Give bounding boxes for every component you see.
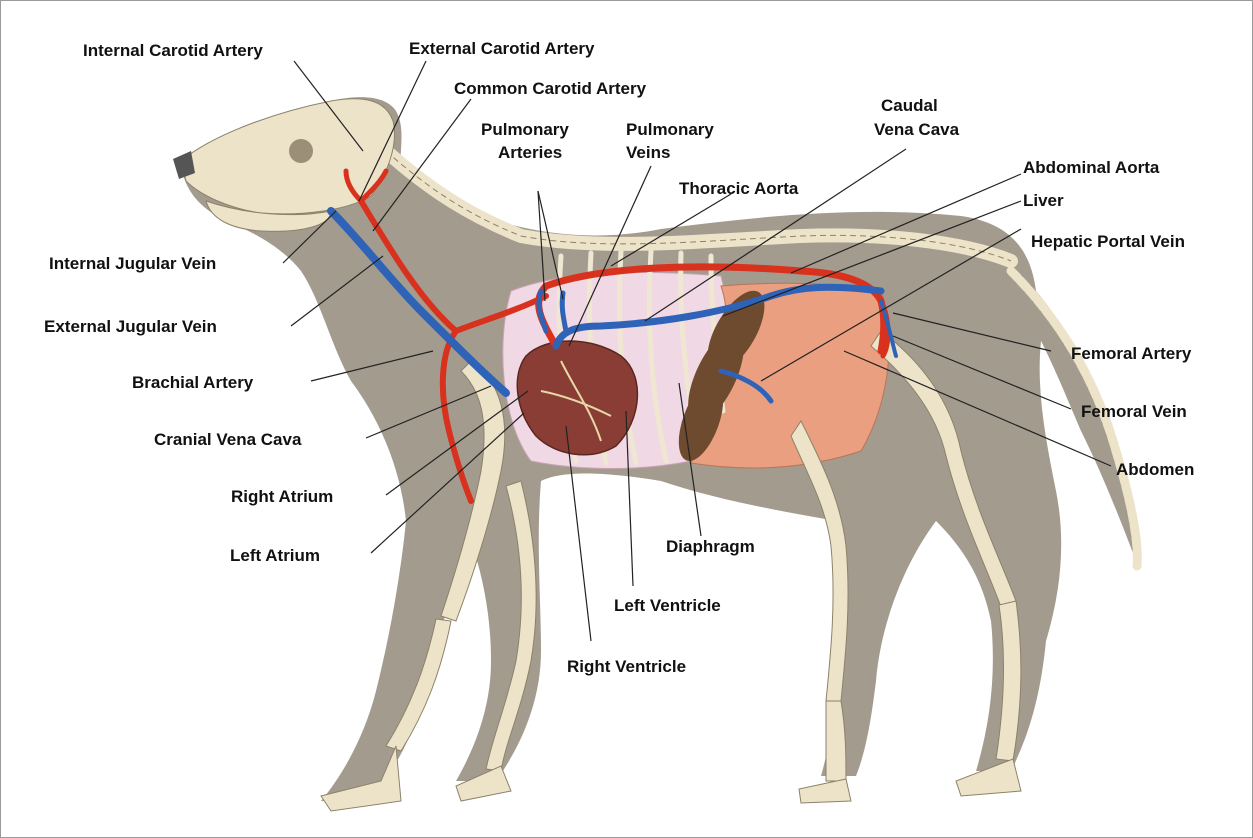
label-caudal-vena-cava-1: Caudal bbox=[881, 96, 938, 115]
label-external-jugular-vein: External Jugular Vein bbox=[44, 317, 217, 336]
label-common-carotid-artery: Common Carotid Artery bbox=[454, 79, 647, 98]
label-caudal-vena-cava-2: Vena Cava bbox=[874, 120, 960, 139]
label-left-ventricle: Left Ventricle bbox=[614, 596, 721, 615]
label-right-ventricle: Right Ventricle bbox=[567, 657, 686, 676]
label-right-atrium: Right Atrium bbox=[231, 487, 333, 506]
eye-socket bbox=[289, 139, 313, 163]
label-pulmonary-veins-2: Veins bbox=[626, 143, 670, 162]
label-internal-carotid-artery: Internal Carotid Artery bbox=[83, 41, 263, 60]
label-abdomen: Abdomen bbox=[1116, 460, 1194, 479]
label-thoracic-aorta: Thoracic Aorta bbox=[679, 179, 799, 198]
label-femoral-artery: Femoral Artery bbox=[1071, 344, 1192, 363]
label-hepatic-portal-vein: Hepatic Portal Vein bbox=[1031, 232, 1185, 251]
label-external-carotid-artery: External Carotid Artery bbox=[409, 39, 595, 58]
label-femoral-vein: Femoral Vein bbox=[1081, 402, 1187, 421]
label-abdominal-aorta: Abdominal Aorta bbox=[1023, 158, 1160, 177]
label-pulmonary-veins-1: Pulmonary bbox=[626, 120, 714, 139]
label-brachial-artery: Brachial Artery bbox=[132, 373, 254, 392]
label-left-atrium: Left Atrium bbox=[230, 546, 320, 565]
label-pulmonary-arteries-1: Pulmonary bbox=[481, 120, 569, 139]
label-cranial-vena-cava: Cranial Vena Cava bbox=[154, 430, 302, 449]
label-liver: Liver bbox=[1023, 191, 1064, 210]
label-pulmonary-arteries-2: Arteries bbox=[498, 143, 562, 162]
label-diaphragm: Diaphragm bbox=[666, 537, 755, 556]
label-internal-jugular-vein: Internal Jugular Vein bbox=[49, 254, 216, 273]
